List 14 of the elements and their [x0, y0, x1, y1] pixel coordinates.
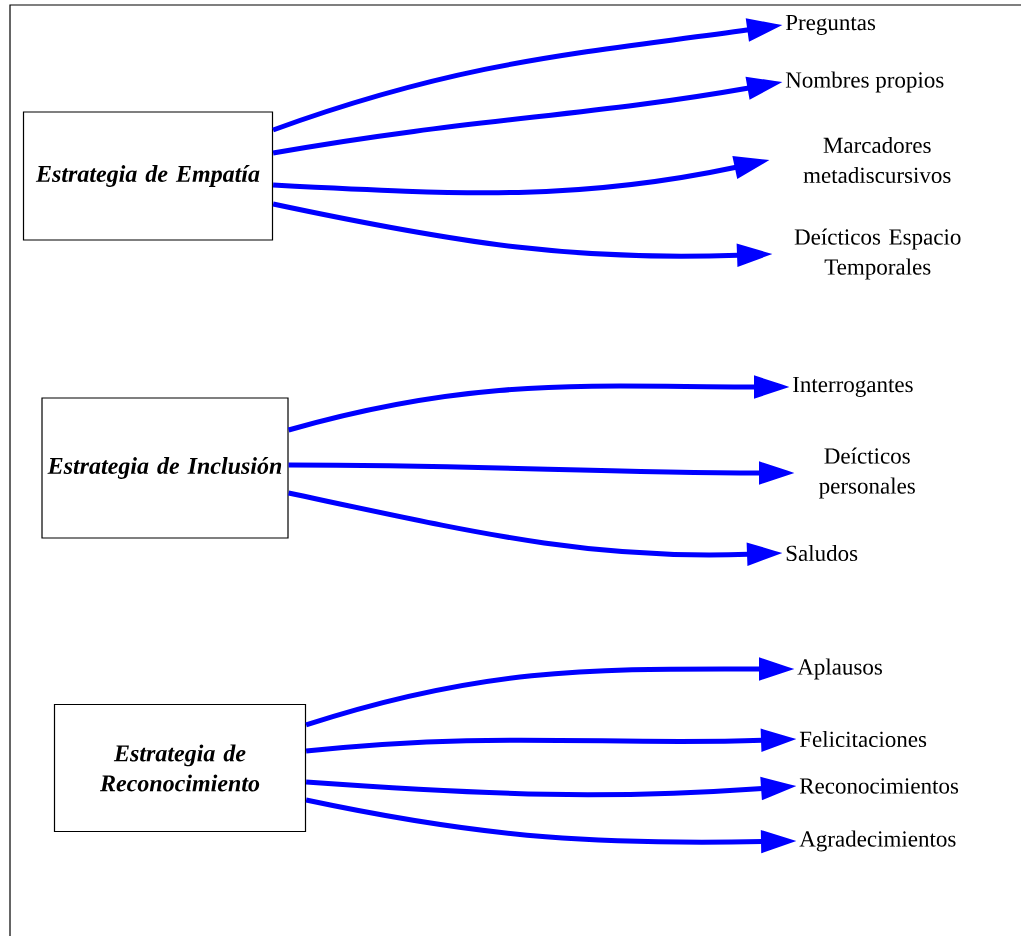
item-label: Saludos: [786, 544, 858, 562]
item-label: Marcadores metadiscursivos: [803, 136, 951, 184]
item-label: Preguntas: [785, 14, 876, 35]
item-label: Reconocimientos: [799, 778, 959, 794]
item-label: Nombres propios: [785, 71, 944, 93]
item-label: Interrogantes: [793, 376, 913, 397]
item-label: Felicitaciones: [799, 730, 927, 748]
strategy-box: Estrategia de Empatía: [22, 111, 274, 241]
item-label: Deícticos Espacio Temporales: [794, 228, 961, 280]
strategy-box: Estrategia de Reconocimiento: [53, 703, 307, 833]
item-label: Agradecimientos: [799, 830, 956, 852]
item-label: Deícticos personales: [819, 447, 915, 499]
item-label: Aplausos: [797, 658, 882, 680]
strategy-box: Estrategia de Inclusión: [41, 397, 289, 539]
